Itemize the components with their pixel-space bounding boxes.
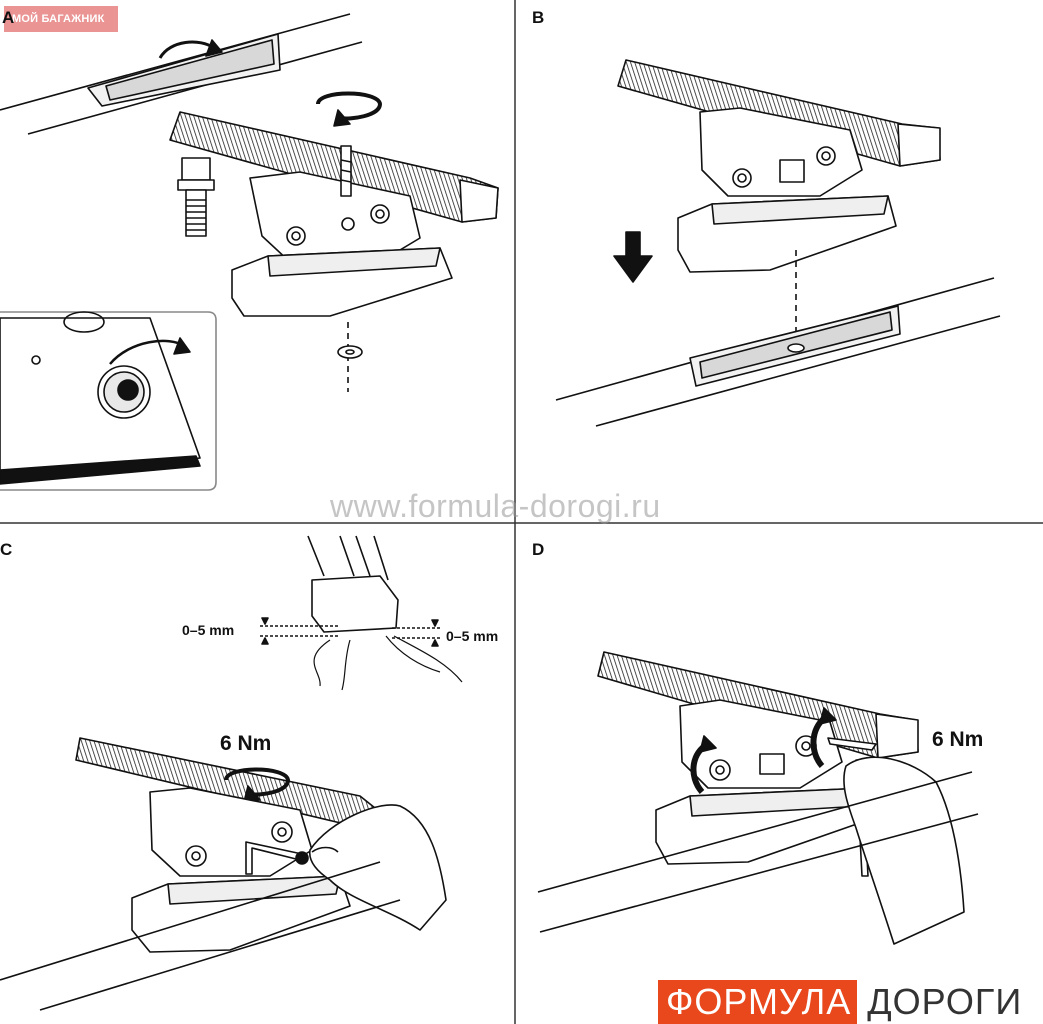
gap-left-label: 0–5 mm <box>182 622 235 638</box>
panel-c-artwork <box>0 535 463 1011</box>
torque-label-c: 6 Nm <box>220 732 272 755</box>
torque-label-d: 6 Nm <box>932 728 984 751</box>
panel-a-letter: A <box>2 8 15 27</box>
logo-part1: ФОРМУЛА <box>658 980 858 1024</box>
panel-c-letter: C <box>0 540 13 559</box>
panel-b-artwork <box>555 59 1001 427</box>
panel-b-letter: B <box>532 8 545 27</box>
gap-right-label: 0–5 mm <box>446 628 499 644</box>
panel-d-artwork <box>537 651 979 945</box>
panel-d-letter: D <box>532 540 545 559</box>
watermark: www.formula-dorogi.ru <box>330 488 661 524</box>
badge: МОЙ БАГАЖНИК <box>4 6 118 32</box>
badge-text: МОЙ БАГАЖНИК <box>12 13 105 25</box>
logo-part2: ДОРОГИ <box>867 981 1023 1022</box>
panel-a-artwork <box>0 13 499 491</box>
brand-logo: ФОРМУЛА ДОРОГИ <box>658 980 1022 1024</box>
